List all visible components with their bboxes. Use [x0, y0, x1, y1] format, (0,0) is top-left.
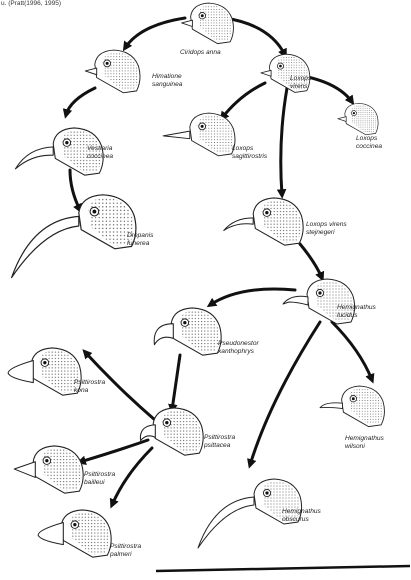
- beak-drepanis: [12, 216, 79, 277]
- relationship-arrows: [66, 18, 372, 505]
- arrow-himatione-to-vestiaria: [66, 88, 95, 115]
- arrow-loxops-virens-to-loxops-stejnegeri: [281, 88, 287, 195]
- bird-head-himatione: [85, 50, 140, 93]
- beak-psittirostra-bailleui: [14, 462, 35, 478]
- arrow-hemignathus-lucidus-to-pseudonestor: [210, 289, 295, 305]
- arrow-pseudonestor-to-psittirostra-psittacea: [172, 355, 180, 410]
- beak-hemignathus-obscurus: [198, 497, 254, 548]
- bird-head-ciridops: [182, 3, 234, 44]
- arrow-psittirostra-psittacea-to-psittirostra-palmeri: [112, 448, 152, 505]
- arrow-psittirostra-psittacea-to-psittirostra-bailleui: [80, 440, 148, 462]
- bird-head-loxops-sagittirostris: [163, 113, 235, 156]
- beak-pseudonestor: [154, 324, 173, 345]
- bird-head-psittirostra-bailleui: [14, 446, 83, 493]
- beak-hemignathus-lucidus: [283, 296, 308, 305]
- arrow-vestiaria-to-drepanis: [70, 170, 80, 210]
- bird-head-pseudonestor: [154, 308, 221, 355]
- bird-head-psittirostra-palmeri: [38, 510, 111, 557]
- figure-caption: u. (Pratt(1996, 1995): [1, 0, 61, 7]
- beak-ciridops: [182, 20, 193, 26]
- arrow-psittirostra-psittacea-to-psittirostra-kona: [85, 352, 155, 420]
- beak-himatione: [85, 68, 96, 75]
- beak-loxops-virens: [261, 70, 271, 76]
- bird-head-loxops-stejnegeri: [224, 198, 303, 245]
- beak-hemignathus-wilsoni: [320, 403, 343, 409]
- beak-vestiaria: [15, 147, 53, 169]
- arrow-ciridops-to-loxops-virens: [225, 18, 285, 55]
- beak-psittirostra-palmeri: [38, 523, 63, 545]
- beak-psittirostra-kona: [8, 361, 33, 383]
- bird-head-psittirostra-kona: [8, 348, 81, 395]
- beak-psittirostra-psittacea: [140, 425, 155, 441]
- baseline-rule: [156, 566, 410, 571]
- arrow-ciridops-to-himatione: [125, 18, 185, 48]
- beak-loxops-sagittirostris: [163, 131, 190, 139]
- bird-ciridops: Ciridops anna: [180, 3, 233, 56]
- arrow-loxops-stejnegeri-to-hemignathus-lucidus: [300, 244, 322, 278]
- bird-head-drepanis: [12, 195, 136, 278]
- arrow-loxops-virens-to-loxops-sagittirostris: [222, 83, 265, 118]
- species-label-ciridops: Ciridops anna: [180, 49, 221, 56]
- bird-head-hemignathus-wilsoni: [320, 386, 384, 427]
- bird-head-loxops-coccinea: [338, 103, 378, 135]
- beak-loxops-stejnegeri: [224, 218, 253, 231]
- arrow-hemignathus-lucidus-to-hemignathus-obscurus: [250, 322, 320, 465]
- beak-loxops-coccinea: [338, 117, 346, 122]
- arrow-hemignathus-lucidus-to-hemignathus-wilsoni: [332, 322, 372, 380]
